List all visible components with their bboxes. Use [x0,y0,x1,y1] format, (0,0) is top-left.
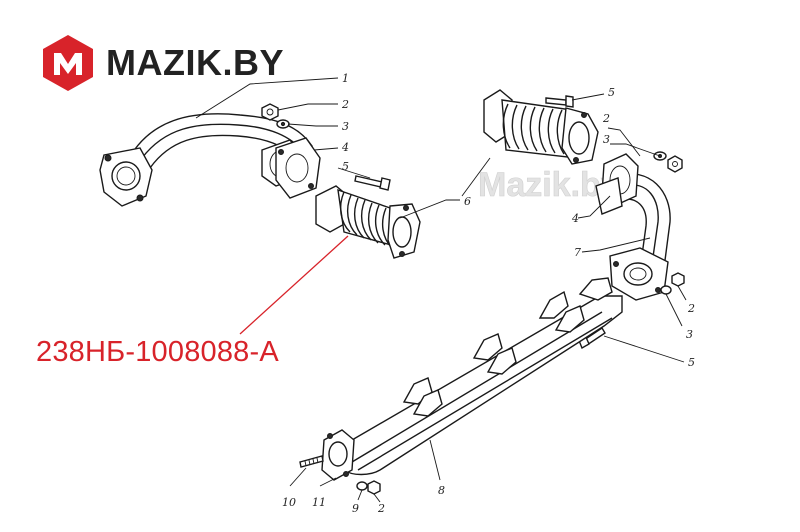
elbow-pipe-part-7 [595,153,671,301]
callout-2a: 2 [341,98,349,111]
nut-washer-elbow [660,272,685,295]
flex-pipe-part-6-right [483,89,599,165]
leader-lines [195,77,687,503]
callout-10: 10 [282,496,296,509]
callout-3a: 3 [342,120,349,133]
flex-pipe-part-6-left [315,185,421,259]
bolt-part-5-right [545,95,574,108]
washer-part-9 [356,481,368,491]
callout-5a: 5 [342,160,349,173]
callout-2d: 2 [377,502,385,515]
brand-name: MAZIK.BY [106,42,284,83]
callout-6: 6 [464,195,471,208]
bolt-part-5-left [354,175,391,191]
part-number-label: 238НБ-1008088-А [36,336,279,368]
callout-1: 1 [342,72,349,85]
manifold-gasket-part-11 [321,429,355,481]
callout-2b: 2 [602,112,610,125]
callout-3c: 3 [686,328,693,341]
exhaust-manifold-part-8 [343,277,623,476]
brand[interactable]: MAZIK.BY [40,33,284,93]
mazik-logo-icon [43,35,93,91]
callout-4a: 4 [341,141,349,154]
callout-11: 11 [312,496,326,509]
callout-9: 9 [352,502,359,515]
callout-3b: 3 [603,133,610,146]
callout-2c: 2 [687,302,695,315]
gasket-part-4 [275,137,321,199]
callout-8: 8 [438,484,445,497]
watermark: Mazik.by [478,166,620,204]
callout-7: 7 [574,246,581,259]
stud-part-10 [299,455,324,468]
part-number-pointer [239,235,349,335]
callout-4b: 4 [571,212,579,225]
callout-5b: 5 [608,86,615,99]
nut-part-2-bottom [367,480,381,495]
callout-5c: 5 [688,356,695,369]
